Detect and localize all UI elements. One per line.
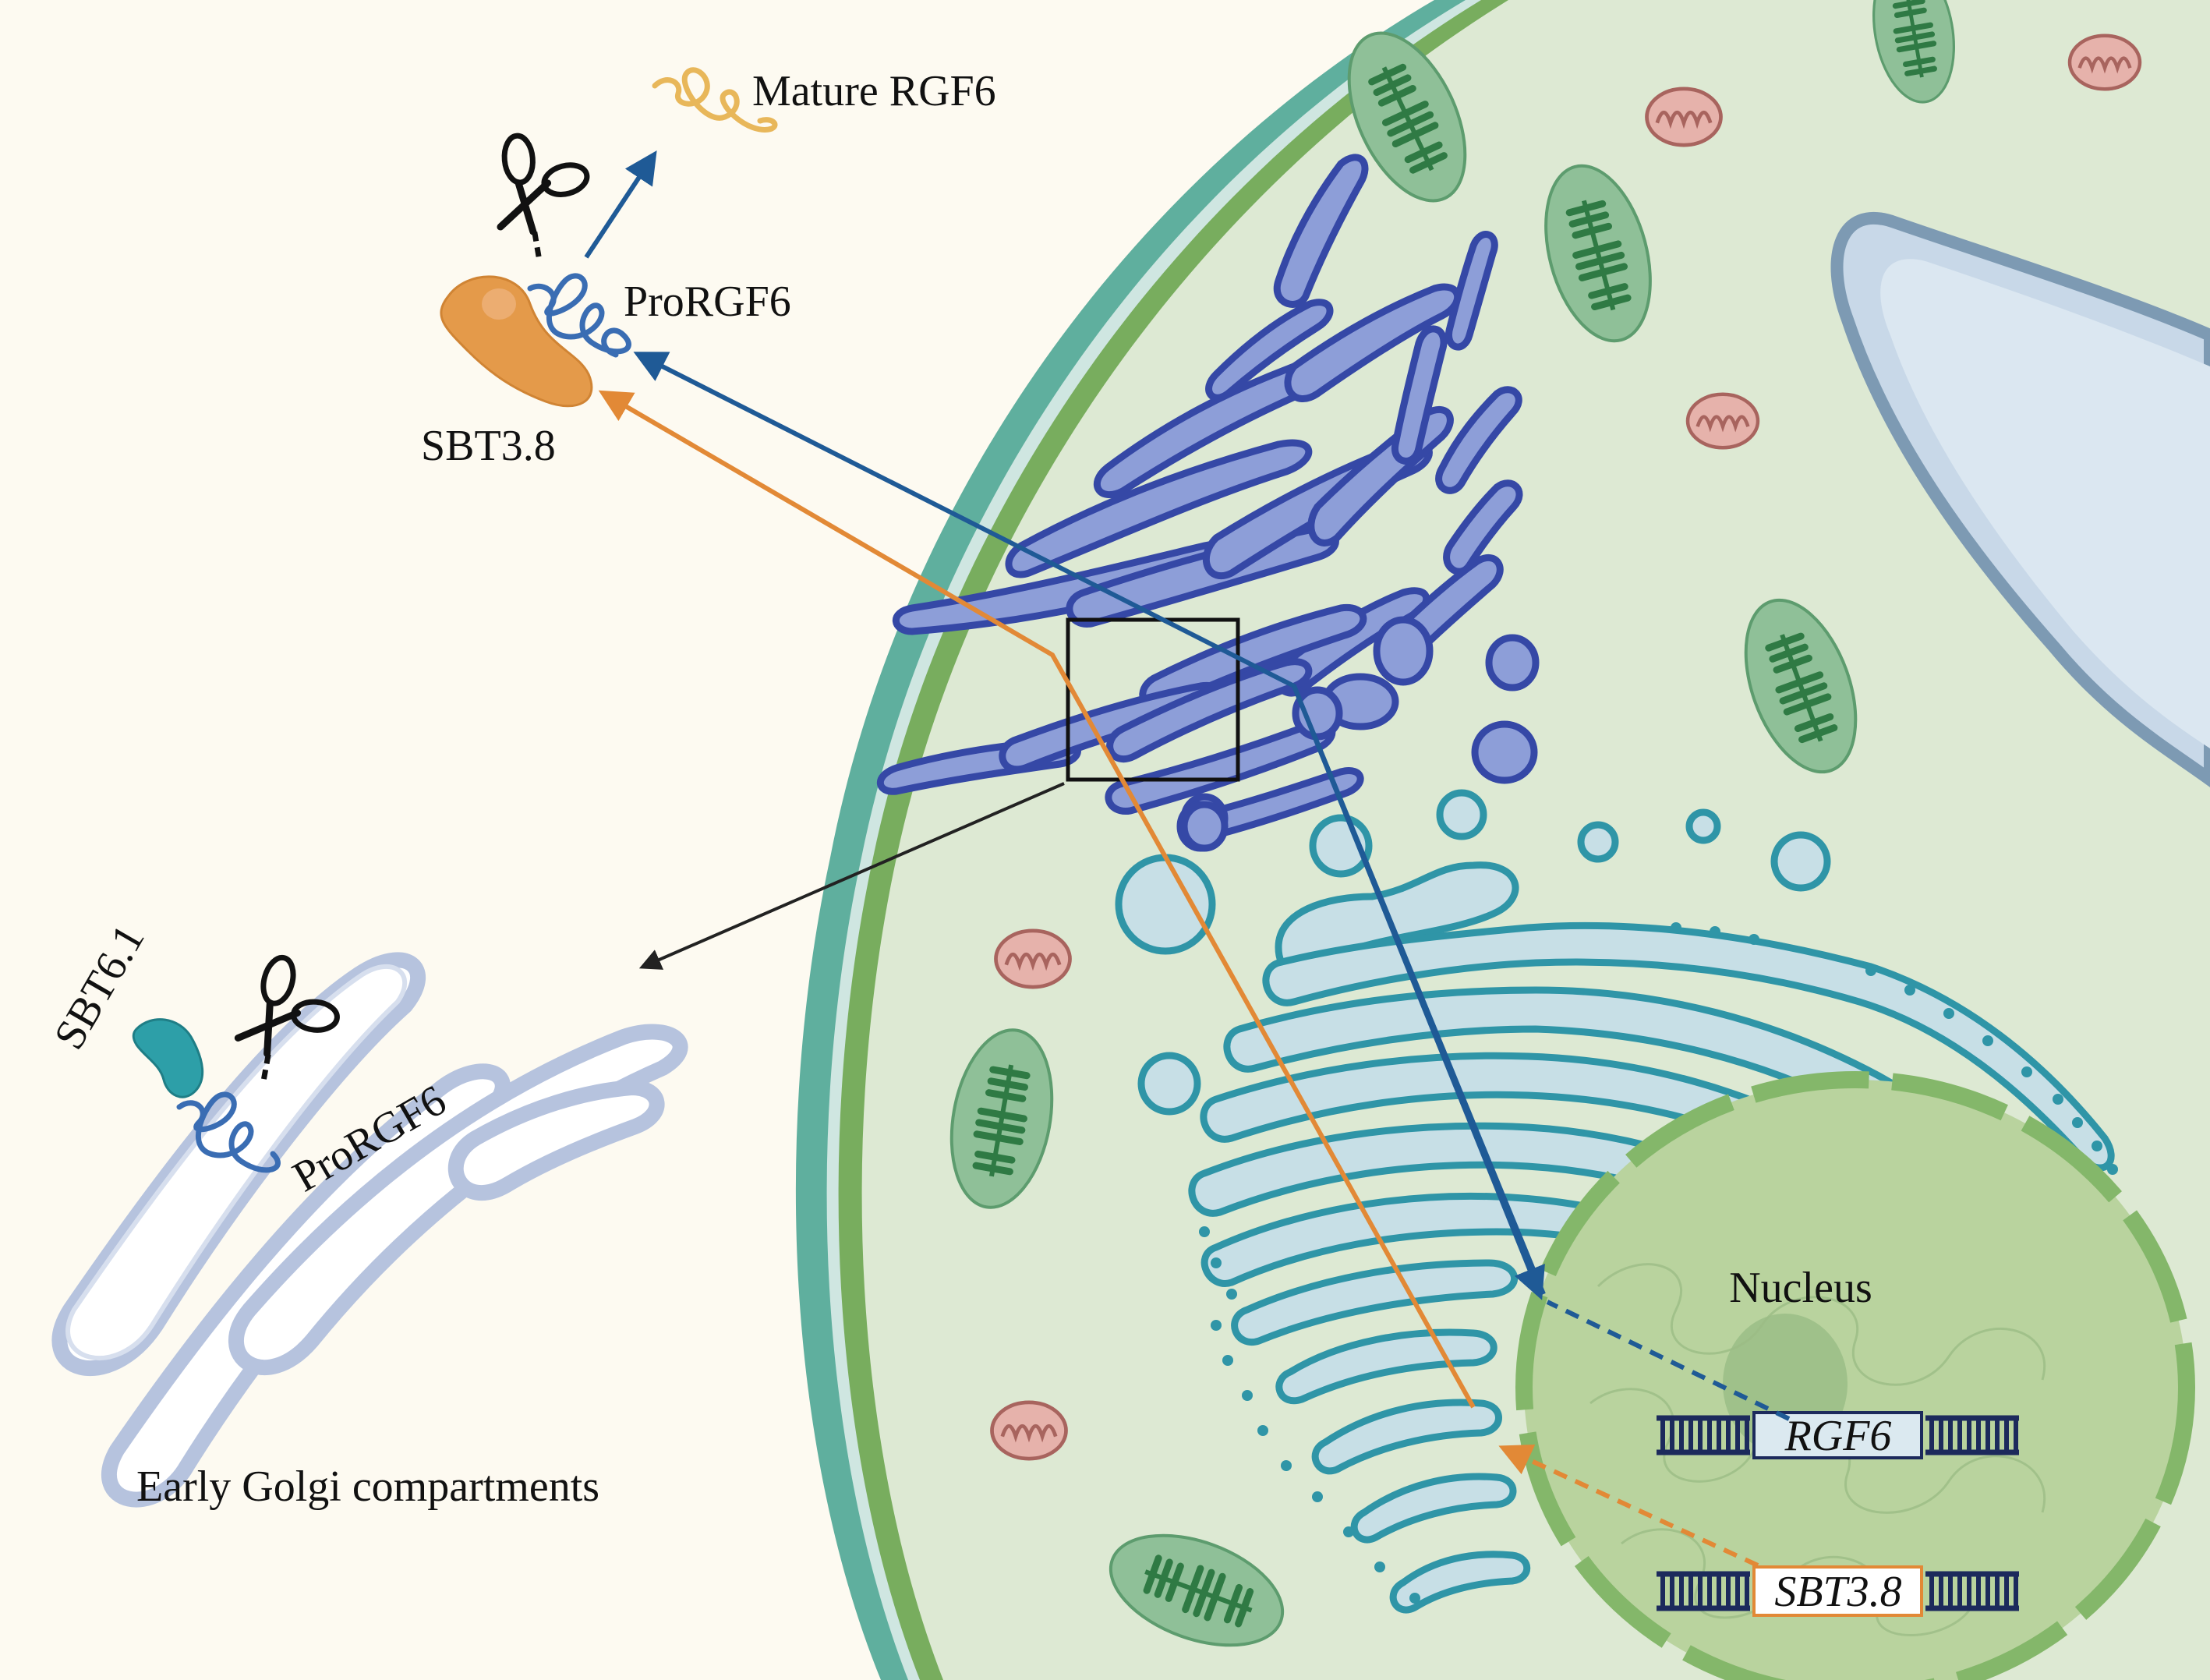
scissors-icon: [474, 128, 599, 270]
zoom-arrow: [638, 782, 1065, 970]
sbt38-path-arrow: [598, 390, 1476, 1409]
prorgf6-top-label: ProRGF6: [624, 278, 791, 326]
zoom-box: [1066, 617, 1240, 782]
sbt61-protein: [132, 1018, 204, 1098]
nucleus: Nucleus RGF6 SBT3.8: [1515, 1071, 2195, 1680]
early-golgi-inner: [65, 964, 408, 1360]
rgf6-path-arrow-2: [1292, 684, 1545, 1300]
mature-rgf6: [652, 67, 778, 133]
sbt38-protein: [440, 275, 593, 408]
gene-rgf6-label: RGF6: [1784, 1412, 1892, 1460]
prorgf6-golgi: [176, 1091, 281, 1173]
nucleus-label: Nucleus: [1729, 1264, 1872, 1312]
arrow-to-mature: [584, 150, 657, 259]
gene-sbt38-label: SBT3.8: [1774, 1568, 1901, 1616]
sbt38-protein-label: SBT3.8: [421, 422, 556, 470]
gene-rgf6: RGF6: [1657, 1411, 2019, 1460]
prorgf6-top: [527, 273, 631, 358]
vacuole-inner: [1880, 259, 2210, 748]
mature-rgf6-label: Mature RGF6: [752, 67, 996, 115]
gene-sbt38-box: [1752, 1565, 1923, 1617]
rgf6-dashed: [1546, 1300, 1791, 1421]
gene-rgf6-box: [1752, 1411, 1923, 1459]
gene-sbt38: SBT3.8: [1657, 1565, 2019, 1617]
golgi-apparatus: [876, 154, 1540, 852]
early-golgi-label: Early Golgi compartments: [136, 1462, 599, 1511]
